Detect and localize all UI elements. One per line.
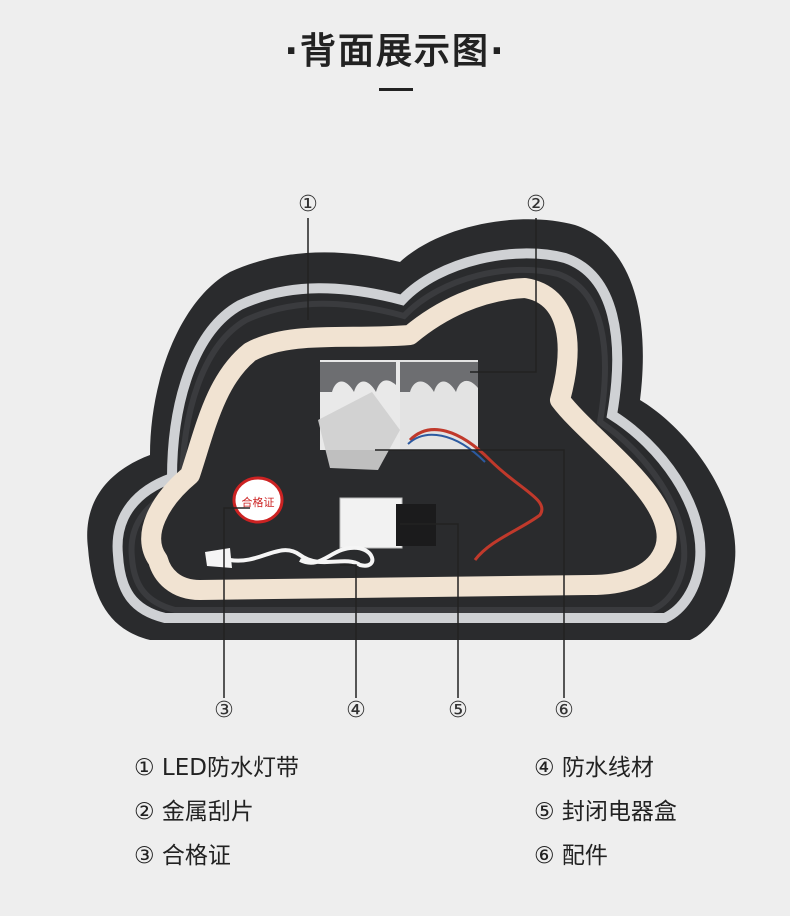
title-underline bbox=[379, 88, 413, 91]
callout-5: ⑤ bbox=[448, 698, 468, 723]
callout-1: ① bbox=[298, 192, 318, 217]
metal-scraper-right bbox=[400, 362, 478, 392]
electrical-box-cover bbox=[396, 504, 436, 546]
leader-line-5 bbox=[400, 523, 459, 698]
blue-wire bbox=[407, 433, 486, 463]
callout-6: ⑥ bbox=[554, 698, 574, 723]
leader-line-6 bbox=[375, 449, 565, 698]
power-cable bbox=[229, 545, 375, 568]
legend-item-metal-scraper: ② 金属刮片 bbox=[134, 799, 254, 825]
page-title: ·背面展示图· bbox=[284, 31, 506, 72]
red-wire bbox=[408, 428, 544, 561]
inner-band bbox=[128, 266, 688, 613]
certificate-text: 合格证 bbox=[242, 495, 275, 509]
led-strip bbox=[141, 278, 677, 600]
legend-item-electrical-box: ⑤ 封闭电器盒 bbox=[534, 799, 677, 825]
leader-lines bbox=[223, 218, 565, 698]
silver-ring bbox=[112, 248, 706, 623]
metal-scraper-left bbox=[320, 362, 396, 392]
leader-line-2 bbox=[470, 218, 537, 373]
legend-right-column: ④ 防水线材 ⑤ 封闭电器盒 ⑥ 配件 bbox=[534, 746, 677, 878]
legend-item-waterproof-wire: ④ 防水线材 bbox=[534, 755, 654, 781]
callout-4: ④ bbox=[346, 698, 366, 723]
power-plug bbox=[205, 548, 232, 568]
legend-item-led-strip: ① LED防水灯带 bbox=[134, 755, 299, 781]
callout-3: ③ bbox=[214, 698, 234, 723]
legend-item-certificate: ③ 合格证 bbox=[134, 843, 231, 869]
leader-line-4 bbox=[340, 564, 357, 698]
electrical-box bbox=[339, 497, 403, 549]
leader-line-3 bbox=[223, 507, 250, 698]
legend-left-column: ① LED防水灯带 ② 金属刮片 ③ 合格证 bbox=[134, 746, 299, 878]
legend-item-accessories: ⑥ 配件 bbox=[534, 843, 608, 869]
certificate-sticker bbox=[232, 476, 284, 524]
callout-2: ② bbox=[526, 192, 546, 217]
